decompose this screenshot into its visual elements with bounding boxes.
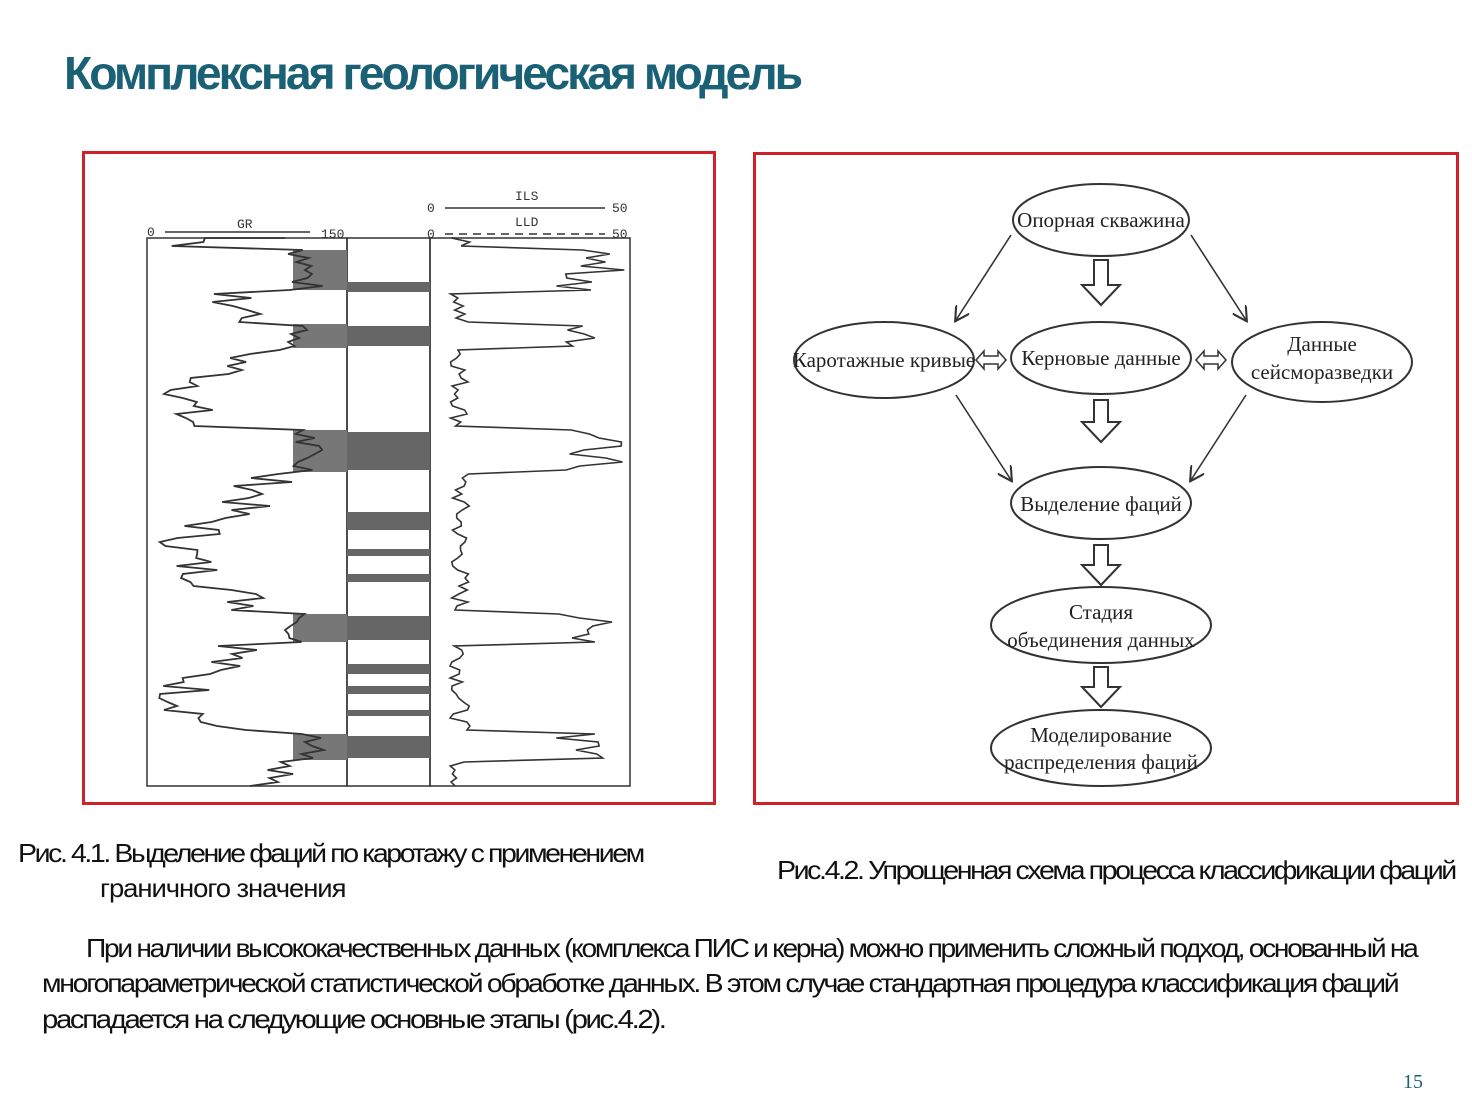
paragraph-line1: При наличии высококачественных данных (к… <box>86 933 1419 963</box>
facies-bar <box>347 282 430 292</box>
facies-flowchart: Опорная скважина Каротажные кривые Керно… <box>753 152 1459 805</box>
facies-bar <box>347 710 430 716</box>
facies-bar <box>347 512 430 530</box>
label-seismic-1: Данные <box>1287 332 1357 356</box>
figure1-caption-line2: граничного значения <box>100 873 346 903</box>
lld-min: 0 <box>427 227 435 242</box>
resistivity-curve <box>447 237 625 787</box>
gr-max: 150 <box>321 227 344 242</box>
paragraph-line2: многопараметрической статистической обра… <box>42 968 1400 998</box>
lld-label: LLD <box>515 215 539 230</box>
node-stage <box>990 586 1212 664</box>
facies-bar <box>347 574 430 582</box>
label-facies: Выделение фаций <box>1020 492 1182 516</box>
shaded-interval <box>293 324 347 348</box>
ils-label: ILS <box>515 189 539 204</box>
ils-min: 0 <box>427 201 435 216</box>
node-core-data <box>1010 321 1192 395</box>
lld-max: 50 <box>612 227 628 242</box>
node-model <box>990 709 1212 787</box>
facies-bar <box>347 549 430 556</box>
well-log-drawing: 0 GR 150 0 ILS 50 0 LLD 50 <box>146 189 631 787</box>
gr-label: GR <box>237 217 253 232</box>
well-log-figure: 0 GR 150 0 ILS 50 0 LLD 50 <box>82 151 716 805</box>
label-model-2: распределения фаций <box>1004 750 1198 774</box>
node-facies <box>1010 466 1192 540</box>
label-log-curves: Каротажные кривые <box>793 348 975 372</box>
facies-bar <box>347 686 430 694</box>
facies-bar <box>347 616 430 640</box>
label-stage-2: объединения данных <box>1007 628 1195 652</box>
node-log-curves <box>793 321 975 399</box>
label-stage-1: Стадия <box>1069 600 1133 624</box>
figure1-caption-line1: Рис. 4.1. Выделение фаций по каротажу с … <box>18 838 645 868</box>
facies-bar <box>347 432 430 470</box>
facies-bar <box>347 326 430 346</box>
gr-track <box>146 237 348 787</box>
label-model-1: Моделирование <box>1030 723 1172 747</box>
node-seismic <box>1231 321 1413 403</box>
diagonal-arrows <box>956 234 1246 480</box>
flowchart-drawing: Опорная скважина Каротажные кривые Керно… <box>793 183 1413 787</box>
label-reference-well: Опорная скважина <box>1017 208 1185 232</box>
ils-max: 50 <box>612 201 628 216</box>
figure2-caption: Рис.4.2. Упрощенная схема процесса класс… <box>777 855 1457 885</box>
gr-min: 0 <box>147 225 155 240</box>
paragraph-line3: распадается на следующие основные этапы … <box>42 1004 667 1034</box>
facies-bar <box>347 664 430 674</box>
double-arrows <box>974 349 1228 371</box>
slide-title: Комплексная геологическая модель <box>64 47 803 99</box>
facies-bar <box>347 736 430 758</box>
gr-curve <box>157 237 328 787</box>
page-number: 15 <box>1403 1071 1423 1093</box>
node-reference-well <box>1012 183 1190 257</box>
label-seismic-2: сейсморазведки <box>1251 360 1393 384</box>
label-core-data: Керновые данные <box>1021 346 1180 370</box>
shaded-interval <box>293 614 347 642</box>
down-arrows <box>1079 259 1123 709</box>
